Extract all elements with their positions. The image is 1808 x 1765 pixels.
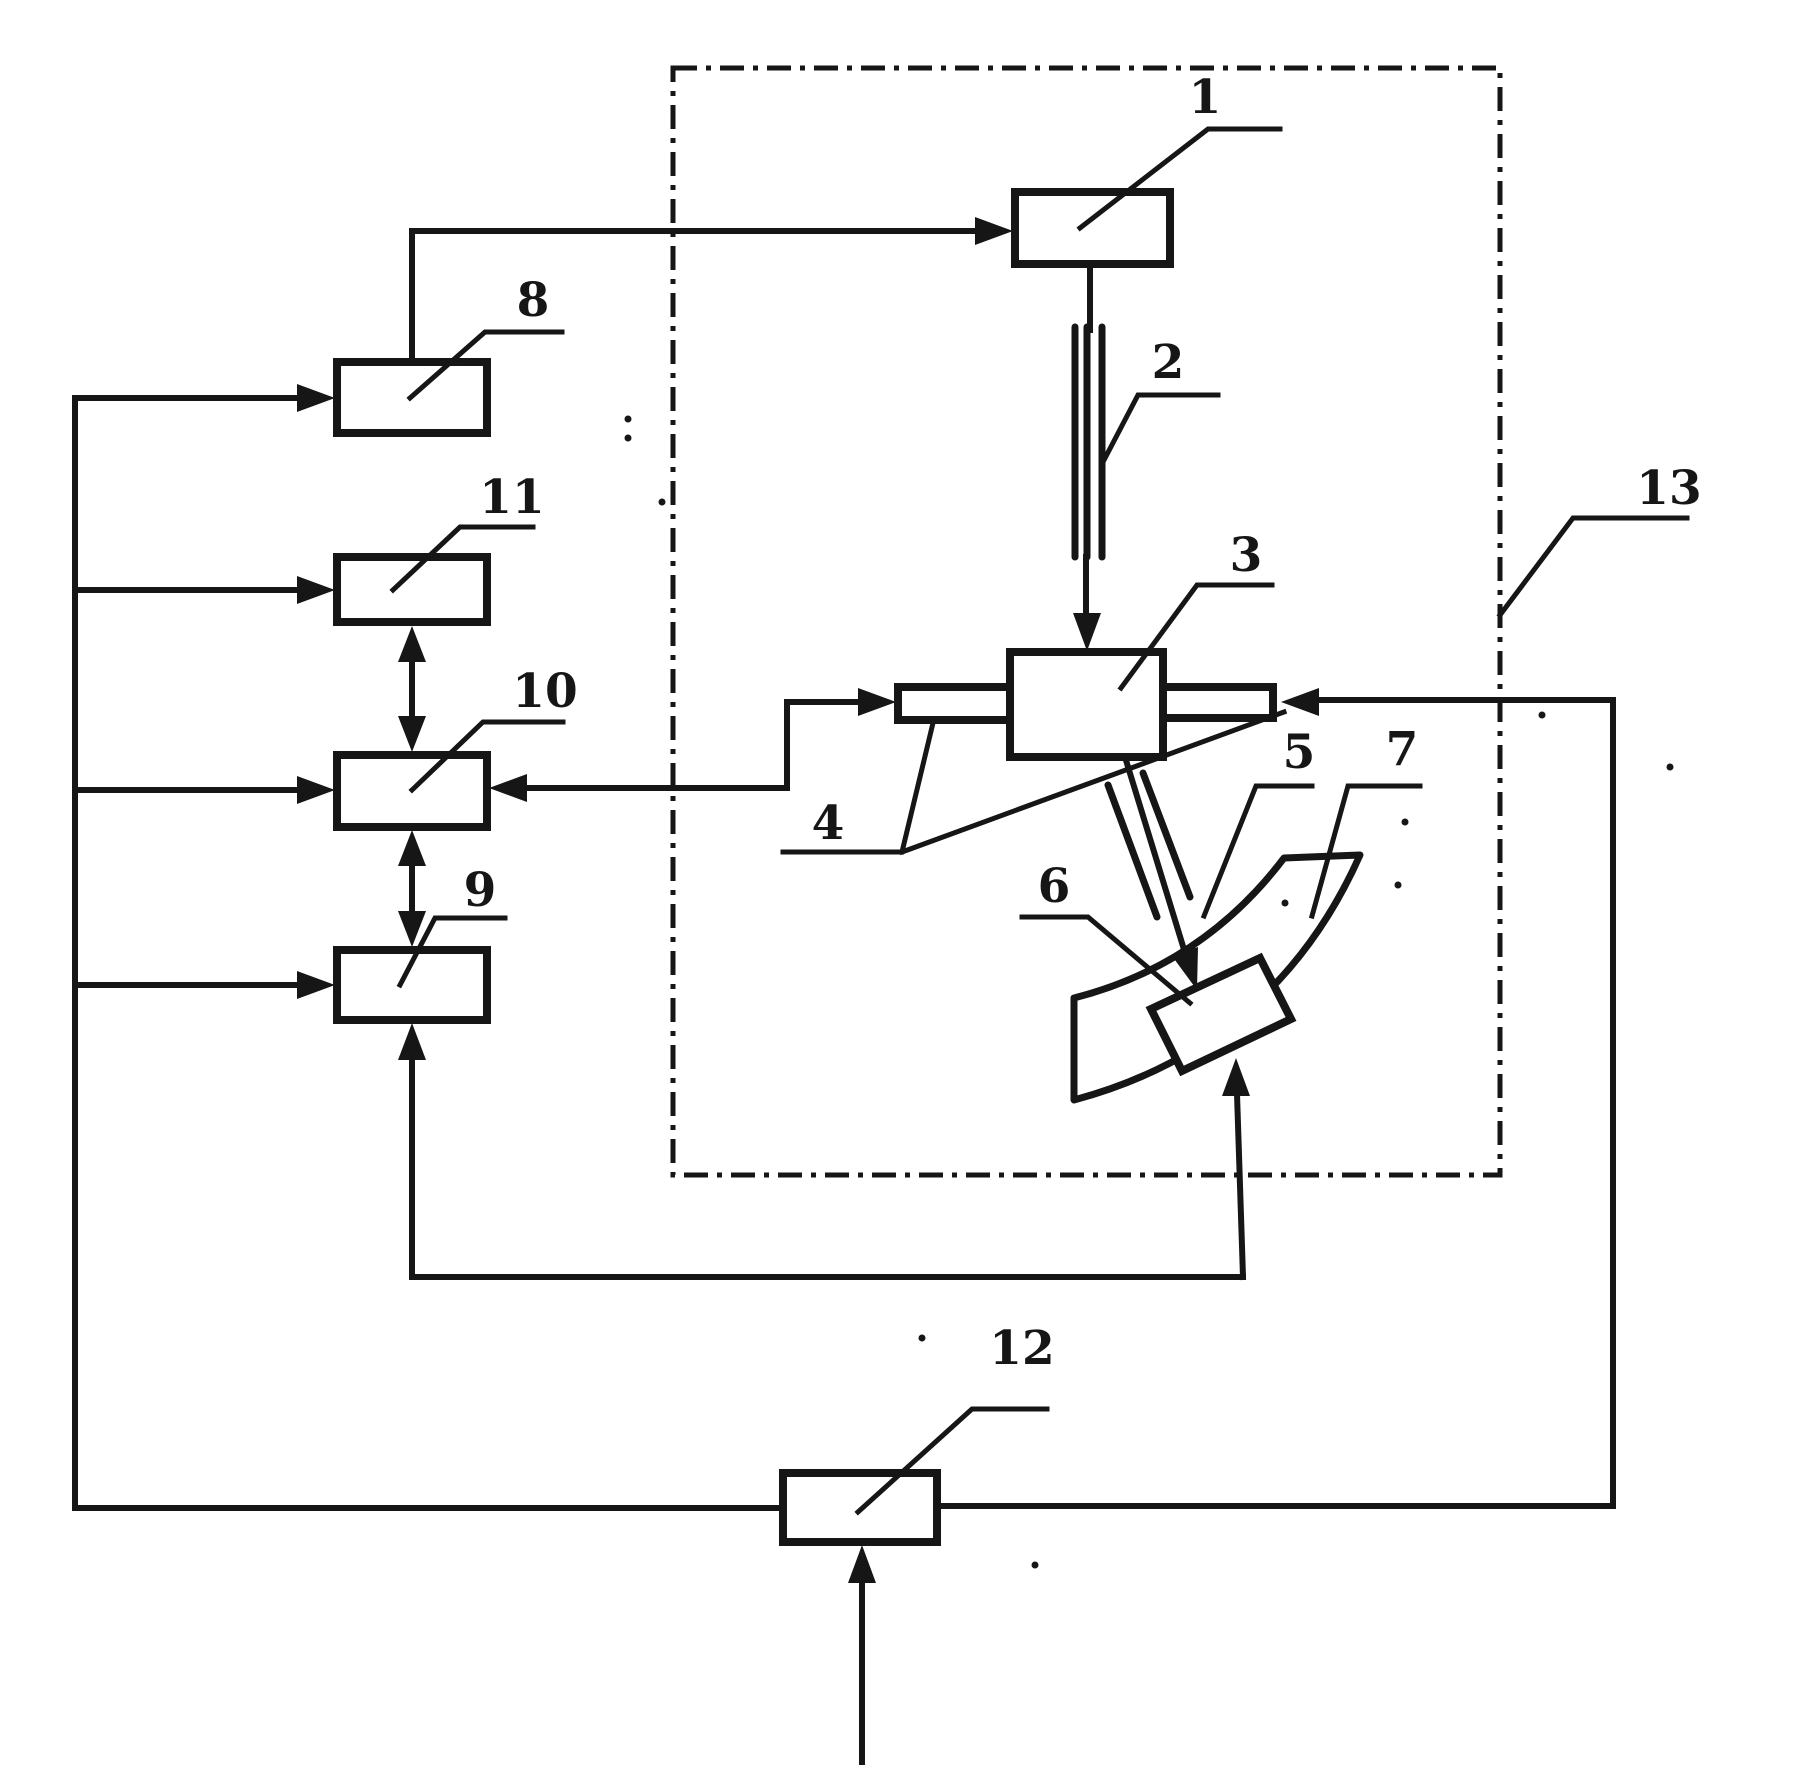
speckle	[624, 434, 632, 442]
block-1-source	[1011, 188, 1174, 268]
label-11: 11	[479, 470, 544, 525]
label-12: 12	[989, 1321, 1054, 1376]
leader-13	[1496, 515, 1690, 619]
arrow-into-block10-right-icon	[489, 774, 527, 802]
label-6: 6	[1038, 859, 1071, 914]
block-10	[333, 751, 491, 831]
beam-arrowhead-on-detector-icon	[1172, 947, 1198, 990]
arrow-into-rod4-right-icon	[1281, 688, 1319, 716]
arrow-into-block9-icon	[297, 971, 335, 999]
arrow-up-into-band-icon	[1222, 1058, 1250, 1096]
leader-1	[1076, 126, 1283, 232]
label-4: 4	[812, 796, 845, 851]
leader-6	[1019, 914, 1194, 1007]
beam-5-right-wall	[1139, 769, 1194, 901]
arrow-up-into-block9-icon	[398, 1023, 426, 1060]
label-10: 10	[512, 664, 577, 719]
arrow-up-into-block12-icon	[848, 1545, 876, 1583]
leader-8	[406, 329, 565, 402]
leader-12	[854, 1406, 1050, 1516]
block-8	[333, 358, 491, 437]
label-5: 5	[1283, 725, 1316, 780]
leader-7	[1308, 783, 1423, 920]
leader-9	[396, 915, 508, 989]
speckle	[1401, 818, 1409, 826]
enclosure-13-dashdot-border	[670, 65, 1503, 1178]
feedback-loop-line	[409, 1057, 1246, 1280]
block-11	[333, 553, 491, 626]
connection-lines	[72, 228, 1616, 1765]
arrow-up-into-block10-icon	[398, 830, 426, 866]
detector-6-plate	[1145, 952, 1297, 1077]
block-3-deflector	[1006, 648, 1167, 761]
arrow-into-block8-icon	[297, 384, 335, 412]
arrow-down-into-block10-icon	[398, 716, 426, 752]
beam-5-left-wall	[1104, 781, 1161, 921]
right-return-loop-line	[934, 697, 1616, 1509]
link-block10-rod4	[524, 699, 861, 791]
speckle	[1394, 881, 1402, 889]
arrow-into-block10-left-icon	[297, 776, 335, 804]
label-1: 1	[1189, 70, 1222, 125]
reference-numerals: 1 2 3 4 5 6 7 8 9 10 11 12 13	[464, 70, 1702, 1376]
speckle	[1666, 763, 1674, 771]
leader-3	[1117, 582, 1275, 692]
leader-10	[408, 719, 566, 794]
arrow-into-rod4-left-icon	[858, 688, 896, 716]
leader-2	[1099, 392, 1221, 466]
arrow-down-into-block9-icon	[398, 911, 426, 947]
label-13: 13	[1636, 461, 1701, 516]
label-8: 8	[517, 273, 550, 328]
speckle	[624, 415, 632, 423]
arrow-up-into-block11-icon	[398, 626, 426, 662]
speckle	[918, 1334, 926, 1342]
speckle	[1538, 711, 1546, 719]
label-9: 9	[464, 863, 497, 918]
rod-4-left-segment	[894, 683, 1014, 724]
arrowheads	[297, 217, 1319, 1583]
speckle	[658, 498, 666, 506]
speckle	[1281, 899, 1289, 907]
label-2: 2	[1152, 335, 1185, 390]
leader-5	[1200, 783, 1315, 920]
label-7: 7	[1386, 722, 1419, 777]
leader-4-long	[898, 708, 1288, 856]
feedback-riser-to-band	[1233, 1090, 1247, 1281]
rod-4-right-segment	[1159, 683, 1277, 722]
arrow-into-block11-icon	[297, 576, 335, 604]
arrow-into-block1-icon	[975, 217, 1013, 245]
blocks	[333, 188, 1277, 1546]
leader-4-short	[780, 719, 937, 855]
scan-speckles	[624, 415, 1674, 1569]
label-3: 3	[1230, 528, 1263, 583]
line-block8-to-block1	[409, 228, 978, 365]
speckle	[1031, 1561, 1039, 1569]
leader-11	[389, 524, 536, 594]
arrow-into-block3-icon	[1073, 613, 1101, 651]
leader-lines	[389, 126, 1690, 1516]
